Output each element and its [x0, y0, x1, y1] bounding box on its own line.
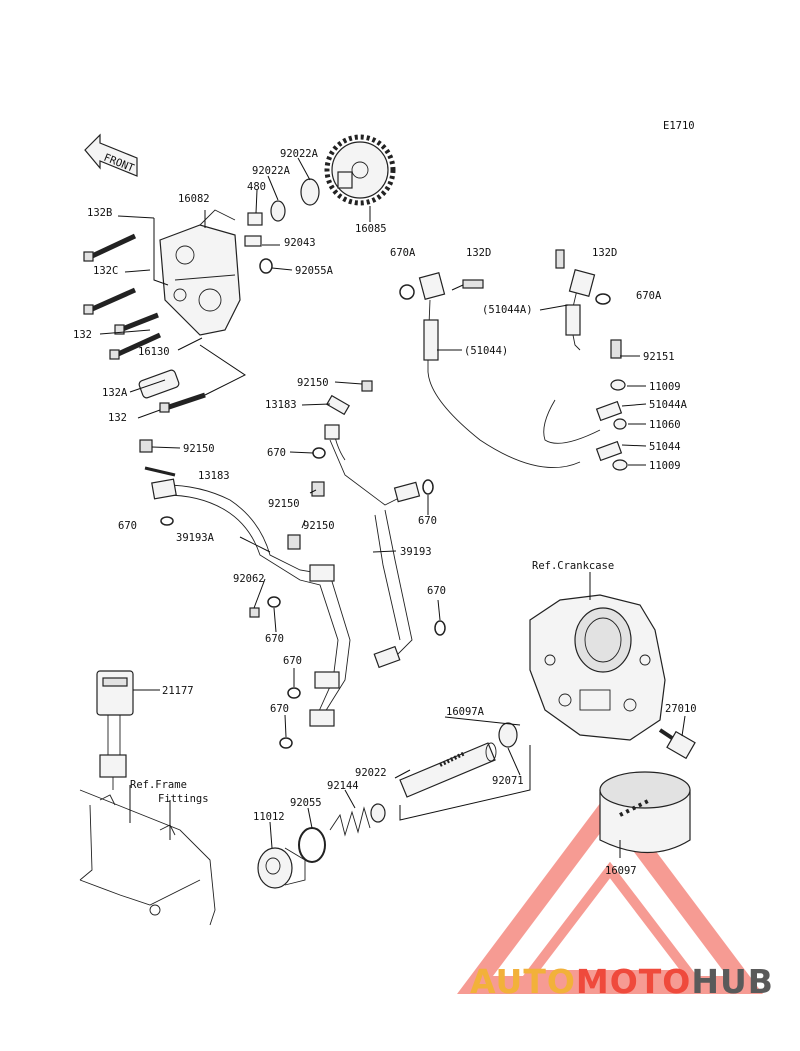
spring-icon: [329, 806, 371, 837]
part-label: (51044A): [482, 304, 533, 316]
front-arrow-icon: FRONT: [84, 133, 138, 177]
o-ring-icon: [279, 737, 293, 749]
oil-pipe-16097A-icon: [399, 742, 497, 798]
oil-filter-icon: [599, 771, 691, 854]
part-label: 11060: [649, 419, 681, 431]
oil-pressure-switch-icon: [658, 728, 696, 760]
o-ring-icon: [434, 620, 446, 636]
part-label: 670A: [390, 247, 416, 259]
part-label: 132D: [592, 247, 617, 259]
part-label: 670: [270, 703, 289, 715]
watermark-part-hub: HUB: [691, 962, 774, 1001]
part-label: 92055: [290, 797, 322, 809]
watermark-part-moto: MOTO: [575, 962, 692, 1001]
part-label: 132: [73, 329, 92, 341]
o-ring-icon: [422, 479, 434, 495]
bolt-icon: [114, 312, 159, 335]
o-ring-icon: [160, 516, 174, 526]
washer-icon: [300, 178, 320, 206]
part-label: 92151: [643, 351, 675, 363]
frame-fittings-icon: [79, 789, 216, 926]
watermark-triangle-icon: [457, 790, 763, 994]
bolt-icon: [159, 392, 206, 413]
part-label: 92150: [303, 520, 335, 532]
part-label: 92022: [355, 767, 387, 779]
dowel-pin-icon: [244, 235, 262, 247]
part-label: 670: [118, 520, 137, 532]
washer-icon: [270, 200, 286, 222]
part-label: 670: [418, 515, 437, 527]
part-label: 92150: [297, 377, 329, 389]
washer-icon: [370, 803, 386, 823]
part-label: 132A: [102, 387, 128, 399]
part-label: 16085: [355, 223, 387, 235]
part-label: 13183: [198, 470, 230, 482]
part-label: 670: [265, 633, 284, 645]
part-label: 670: [283, 655, 302, 667]
gear-icon: [324, 134, 396, 206]
part-label: 92043: [284, 237, 316, 249]
part-label: (51044): [464, 345, 508, 357]
crankcase-icon: [529, 594, 666, 741]
part-label: 92022A: [252, 165, 291, 177]
shaft-icon: [138, 369, 180, 399]
bolt-icon: [83, 233, 137, 262]
part-label: 92150: [268, 498, 300, 510]
o-ring-icon: [287, 687, 301, 699]
part-label: 92144: [327, 780, 359, 792]
part-label: 51044A: [649, 399, 688, 411]
part-label: 11009: [649, 460, 681, 472]
part-labels: 92022A 92022A 480 16082 132B 92043 16085…: [73, 148, 697, 877]
part-label: 132C: [93, 265, 118, 277]
watermark-part-auto: AUTO: [470, 962, 576, 1001]
part-label: 13183: [265, 399, 297, 411]
part-label: 670A: [636, 290, 662, 302]
o-ring-icon: [312, 447, 326, 459]
part-label: 51044: [649, 441, 681, 453]
watermark-logo: AUTOMOTOHUB: [470, 962, 774, 1001]
oil-pressure-switch-connector-icon: [96, 670, 134, 790]
part-label: 16082: [178, 193, 210, 205]
o-ring-icon: [298, 827, 326, 863]
plug-bolt-icon: [257, 847, 306, 889]
bolt-icon: [83, 287, 137, 315]
diagram-code: E1710: [663, 120, 695, 132]
part-label: 16097: [605, 865, 637, 877]
part-label: 16097A: [446, 706, 485, 718]
o-ring-icon: [498, 722, 518, 748]
ref-frame-label: Ref.Frame: [130, 779, 187, 791]
part-label: 39193: [400, 546, 432, 558]
part-label: 21177: [162, 685, 194, 697]
part-label: 92062: [233, 573, 265, 585]
part-label: 92150: [183, 443, 215, 455]
ref-crankcase-label: Ref.Crankcase: [532, 560, 614, 572]
pin-icon: [247, 212, 263, 226]
part-label: 16130: [138, 346, 170, 358]
part-label: 670: [267, 447, 286, 459]
part-label: 39193A: [176, 532, 215, 544]
oil-pump-assembly-icon: [159, 209, 241, 336]
part-label: 92055A: [295, 265, 334, 277]
part-label: 480: [247, 181, 266, 193]
part-label: 27010: [665, 703, 697, 715]
part-label: 11012: [253, 811, 285, 823]
o-ring-icon: [267, 596, 281, 608]
part-label: 92022A: [280, 148, 319, 160]
part-label: 132B: [87, 207, 112, 219]
oil-line-upper-right-icon: [399, 249, 628, 471]
bolt-icon: [109, 332, 162, 360]
part-label: 92071: [492, 775, 524, 787]
part-label: 132: [108, 412, 127, 424]
part-label: 132D: [466, 247, 491, 259]
ref-fittings-label: Fittings: [158, 793, 209, 805]
part-label: 11009: [649, 381, 681, 393]
oil-pipe-39193A-icon: [139, 439, 351, 727]
part-label: 670: [427, 585, 446, 597]
oil-pipe-39193-icon: [324, 380, 421, 669]
o-ring-icon: [259, 258, 273, 274]
